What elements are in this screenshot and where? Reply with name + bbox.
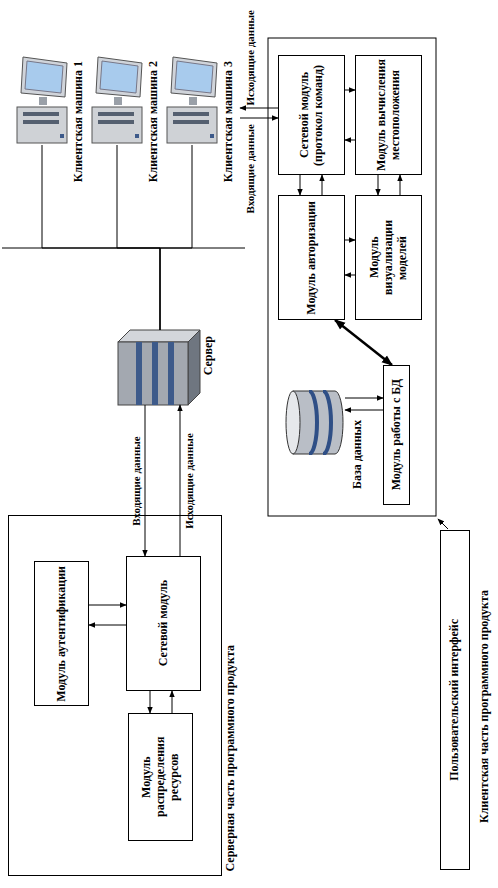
interface-arrow — [438, 519, 448, 529]
interface-label: Пользовательский интерфейс — [448, 619, 462, 781]
monitor-screen — [100, 61, 138, 93]
database-label: База данных — [351, 420, 365, 489]
part-caption: Клиентская часть программного продукта — [478, 590, 492, 823]
drive-bay — [173, 112, 209, 116]
connector-line — [400, 175, 401, 195]
monitor-icon — [171, 57, 217, 97]
module-label: Сетевой модуль — [157, 580, 171, 666]
data-arrow — [240, 108, 278, 109]
monitor-icon — [96, 57, 142, 97]
server-icon — [118, 330, 200, 342]
part-heading: Серверная часть программного продукта — [224, 645, 238, 871]
connector-line — [89, 605, 126, 606]
module-box: Модуль работы с БД — [383, 365, 410, 505]
monitor-icon — [21, 57, 67, 97]
edge-label: Входящие данные — [130, 436, 143, 525]
connector-line — [160, 145, 192, 330]
connector-line — [345, 140, 355, 141]
connector-line — [345, 398, 383, 399]
monitor-screen — [25, 61, 63, 93]
machine-label: Клиентская машина 2 — [147, 61, 161, 182]
drive-bay — [23, 112, 59, 116]
cylinder-band — [309, 391, 317, 454]
tower-icon — [167, 107, 217, 143]
module-label: Модуль работы с БД — [390, 379, 404, 490]
connector-line — [180, 405, 181, 556]
module-box: Сетевой модуль (протокол команд) — [278, 55, 345, 175]
connector-line — [42, 145, 160, 330]
module-label: Модуль авторизации — [305, 201, 319, 315]
machine-label: Клиентская машина 3 — [222, 61, 236, 182]
data-label: Входящие данные — [244, 124, 257, 213]
module-label: Модуль аутентификации — [55, 566, 69, 702]
connector-line — [172, 691, 173, 713]
module-box: Сетевой модуль — [126, 556, 201, 691]
database-cylinder: База данных — [285, 390, 345, 455]
server-icon — [118, 342, 188, 405]
power-light — [210, 134, 214, 138]
monitor-stand — [189, 97, 197, 105]
drive-bay — [98, 112, 134, 116]
monitor-screen — [175, 61, 213, 93]
module-box: Модуль авторизации — [278, 195, 345, 320]
connector-line — [145, 405, 146, 556]
data-label: Исходящие данные — [244, 10, 257, 106]
connector-line — [345, 275, 355, 276]
server-stripe — [152, 342, 158, 405]
module-label: Модуль вычисления местоположения — [375, 59, 403, 171]
cylinder-cap — [286, 391, 300, 454]
drive-bay — [98, 120, 134, 124]
machine-label: Клиентская машина 1 — [72, 61, 86, 182]
server-label: Сервер — [202, 336, 216, 375]
tower-icon — [92, 107, 142, 143]
server-node: Сервер — [118, 330, 200, 405]
bold-connector — [335, 320, 392, 365]
module-label: Сетевой модуль (протокол команд) — [298, 59, 326, 171]
data-arrow — [240, 118, 278, 119]
connector-line — [322, 175, 323, 195]
module-box: Модуль распределения ресурсов — [128, 713, 193, 841]
interface-box: Пользовательский интерфейс — [440, 530, 470, 870]
connector-line — [300, 175, 301, 195]
drive-bay — [173, 120, 209, 124]
connector-line — [89, 625, 126, 626]
connector-line — [345, 90, 355, 91]
module-label: Модуль распределения ресурсов — [140, 717, 181, 837]
drive-bay — [23, 120, 59, 124]
module-box: Модуль визуализации моделей — [355, 195, 422, 320]
tower-icon — [17, 107, 67, 143]
connector-line — [345, 240, 355, 241]
connector-line — [378, 175, 379, 195]
cylinder-band — [323, 391, 331, 454]
edge-label: Исходящие данные — [183, 433, 196, 529]
power-light — [60, 134, 64, 138]
client-machine: Клиентская машина 1 — [15, 55, 70, 145]
client-machine: Клиентская машина 3 — [165, 55, 220, 145]
server-icon — [188, 330, 200, 405]
server-stripe — [168, 342, 174, 405]
client-machine: Клиентская машина 2 — [90, 55, 145, 145]
database-shape — [285, 390, 345, 455]
connector-line — [117, 145, 160, 330]
connector-line — [150, 691, 151, 713]
client-part-frame — [268, 38, 436, 516]
monitor-stand — [39, 97, 47, 105]
server-part-frame: Серверная часть программного продуктаМод… — [8, 515, 222, 876]
module-label: Модуль визуализации моделей — [368, 199, 409, 316]
connector-line — [345, 410, 383, 411]
monitor-stand — [114, 97, 122, 105]
network-bus — [2, 248, 245, 249]
module-box: Модуль вычисления местоположения — [355, 55, 422, 175]
module-box: Модуль аутентификации — [34, 561, 89, 706]
power-light — [135, 134, 139, 138]
server-stripe — [136, 342, 142, 405]
